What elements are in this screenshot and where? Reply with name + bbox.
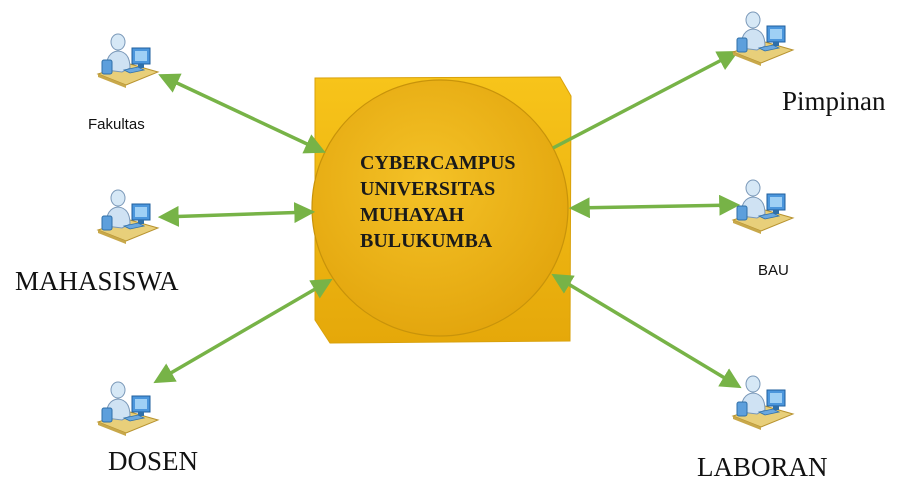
actor-label-dosen: DOSEN (108, 446, 199, 476)
actor-label-mahasiswa: MAHASISWA (15, 266, 179, 296)
actor-label-pimpinan: Pimpinan (782, 86, 886, 116)
arrow-pimpinan (552, 51, 739, 150)
arrow-dosen (153, 278, 333, 384)
system-label-line: MUHAYAH (360, 204, 465, 226)
system-label-line: CYBERCAMPUS (360, 152, 516, 174)
actor-label-laboran: LABORAN (697, 452, 828, 479)
person-at-computer-icon (97, 189, 159, 245)
arrow-laboran (551, 273, 742, 389)
arrow-bau (568, 194, 741, 219)
person-at-computer-icon (732, 179, 794, 235)
actor-label-fakultas: Fakultas (88, 116, 145, 133)
system-label-line: UNIVERSITAS (360, 178, 496, 200)
system-label-line: BULUKUMBA (360, 230, 493, 252)
person-at-computer-icon (732, 11, 794, 67)
system-label: CYBERCAMPUS UNIVERSITAS MUHAYAH BULUKUMB… (360, 150, 516, 254)
person-at-computer-icon (97, 381, 159, 437)
person-at-computer-icon (97, 33, 159, 89)
arrow-mahasiswa (157, 202, 316, 227)
person-at-computer-icon (732, 375, 794, 431)
actor-label-bau: BAU (758, 262, 789, 279)
arrow-fakultas (158, 73, 326, 154)
